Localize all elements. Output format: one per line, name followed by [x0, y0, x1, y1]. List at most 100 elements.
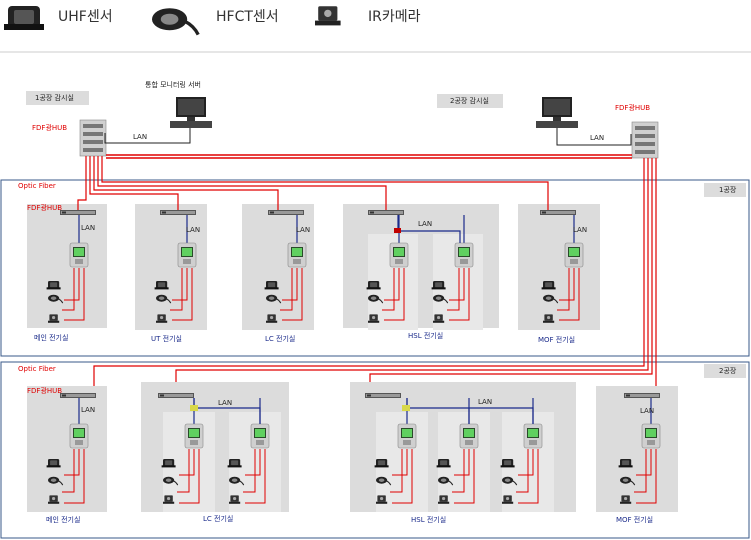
zone1-room-2: UT 전기실	[151, 334, 182, 343]
zone2-fiber-label: Optic Fiber	[18, 365, 56, 373]
main-hub-2-slot	[635, 150, 655, 154]
server-1-case	[170, 121, 212, 128]
fiber-to-room3	[93, 156, 279, 210]
zone1-room-1: 메인 전기실	[34, 333, 68, 342]
server-1-stand	[187, 117, 195, 121]
zone1-sensor-wire	[382, 268, 395, 311]
zone2-lc-lan-split	[193, 398, 261, 424]
fiber-to-room2	[89, 156, 179, 210]
zone2-sensor-wire	[392, 449, 408, 476]
zone1-sensor-wire	[172, 268, 193, 321]
zone1-sensor-wire	[280, 268, 293, 311]
zone2-lan-1: LAN	[81, 406, 95, 414]
server-label: 통합 모니터링 서버	[145, 80, 201, 89]
zone1-sensor-wire	[282, 268, 303, 321]
lan-label-2: LAN	[590, 134, 604, 142]
zone1-room-5: MOF 전기실	[538, 335, 575, 344]
zone2-sensor-wire	[636, 449, 657, 504]
zone1-sensor-wire	[62, 268, 75, 311]
zone2-room-4: MOF 전기실	[616, 515, 653, 524]
fiber-to-z2-room2	[175, 158, 649, 392]
zone2-lan-3: LAN	[478, 398, 492, 406]
fiber-to-room5	[101, 156, 549, 210]
zone1-room-4: HSL 전기실	[408, 331, 443, 340]
zone2-tag: 2공장	[719, 366, 737, 375]
zone1-sensor-wire	[64, 268, 85, 321]
zone2-room-1: 메인 전기실	[46, 515, 80, 524]
zone1-sensor-wire	[449, 268, 470, 321]
zone2-sensor-wire	[64, 449, 80, 476]
zone1-box	[0, 179, 750, 357]
main-hub-2-slot	[635, 142, 655, 146]
zone2-sensor-wire	[454, 449, 475, 504]
zone2-sensor-wire	[177, 449, 190, 493]
zone1-sensor-wire	[170, 268, 183, 311]
zone1-room-panel-5	[518, 204, 600, 330]
main-hub-1-slot	[83, 124, 103, 128]
zone1-room-3: LC 전기실	[265, 334, 295, 343]
zone1-fiber-label: Optic Fiber	[18, 182, 56, 190]
zone2-sensor-wire	[243, 449, 256, 493]
legend-uhf-label: UHF센서	[58, 9, 113, 25]
zone1-lan-3: LAN	[296, 226, 310, 234]
lan-label-1: LAN	[133, 133, 147, 141]
zone2-sensor-wire	[64, 449, 85, 504]
lan-line-2	[556, 128, 632, 146]
server-2-stand	[553, 117, 561, 121]
main-hub-1-slot	[83, 132, 103, 136]
server-2-screen	[544, 99, 570, 115]
main-hub-2-slot	[635, 134, 655, 138]
main-hub-1-slot	[83, 140, 103, 144]
zone2-sensor-wire	[390, 449, 403, 493]
zone2-lan-2: LAN	[218, 399, 232, 407]
zone1-sensor-wire	[557, 268, 570, 311]
zone1-sensor-wire	[64, 268, 80, 301]
zone1-hsl-lan-split	[397, 215, 461, 243]
room1-label: 1공장 감시실	[35, 93, 74, 102]
zone2-sensor-wire	[452, 449, 465, 493]
hub-main1-label: FDF광HUB	[32, 124, 67, 132]
zone2-room-3: HSL 전기실	[411, 515, 446, 524]
zone2-sensor-wire	[636, 449, 652, 476]
zone1-sensor-wire	[384, 268, 405, 321]
zone2-room-panel-4	[596, 386, 678, 512]
zone2-room-hub-label: FDF광HUB	[27, 387, 62, 395]
fiber-to-room4	[97, 156, 387, 210]
zone2-lc-switch	[190, 405, 198, 411]
fiber-to-z2-room1	[93, 158, 645, 392]
zone2-sensor-wire	[179, 449, 195, 476]
server-2-case	[536, 121, 578, 128]
room2-box	[437, 94, 503, 108]
zone1-tag: 1공장	[719, 185, 737, 194]
zone2-sensor-wire	[518, 449, 539, 504]
zone2-sensor-wire	[518, 449, 534, 476]
zone2-room-2: LC 전기실	[203, 514, 233, 523]
fiber-to-room1	[77, 156, 87, 210]
zone1-room-hub-label: FDF광HUB	[27, 204, 62, 212]
zone1-lan-2: LAN	[186, 226, 200, 234]
zone2-hsl-switch	[402, 405, 410, 411]
zone2-sensor-wire	[245, 449, 261, 476]
zone1-tag-box	[704, 183, 746, 197]
zone1-room-panel-1	[27, 204, 107, 328]
main-hub-2-slot	[635, 126, 655, 130]
zone2-sensor-wire	[245, 449, 266, 504]
zone2-sensor-wire	[62, 449, 75, 493]
zone1-lan-4: LAN	[418, 220, 432, 228]
zone2-sensor-wire	[516, 449, 529, 493]
zone1-lan-1: LAN	[81, 224, 95, 232]
zone1-sensor-wire	[559, 268, 580, 321]
zone2-tag-box	[704, 364, 746, 378]
zone1-sensor-wire	[384, 268, 400, 301]
zone2-room-panel-1	[27, 386, 107, 512]
server-1-screen	[178, 99, 204, 115]
legend-ir-label: IR카메라	[368, 9, 421, 25]
zone1-sensor-wire	[559, 268, 575, 301]
zone1-sensor-wire	[447, 268, 460, 311]
zone2-sensor-wire	[454, 449, 470, 476]
zone2-lan-4: LAN	[640, 407, 654, 415]
zone2-sensor-wire	[179, 449, 200, 504]
zone1-hsl-switch	[394, 228, 401, 233]
main-hub-1-slot	[83, 148, 103, 152]
